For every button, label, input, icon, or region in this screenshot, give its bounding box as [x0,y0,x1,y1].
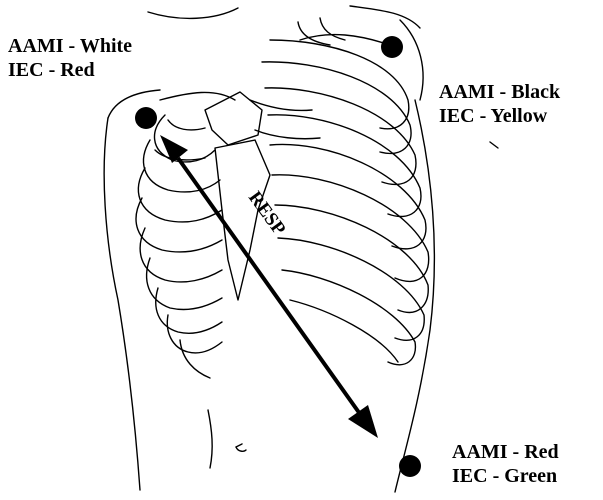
right-arm-electrode-label: AAMI - White IEC - Red [8,34,132,82]
electrode-right-arm-dot [135,107,157,129]
left-leg-electrode-label: AAMI - Red IEC - Green [452,440,559,488]
left-arm-electrode-label: AAMI - Black IEC - Yellow [439,80,560,128]
left-leg-aami-label: AAMI - Red [452,440,559,464]
electrode-left-leg-dot [399,455,421,477]
right-arm-iec-label: IEC - Red [8,58,132,82]
left-arm-aami-label: AAMI - Black [439,80,560,104]
resp-arrowhead-top [160,135,188,163]
left-ribs [250,40,429,365]
right-arm-aami-label: AAMI - White [8,34,132,58]
resp-label: RESP [244,188,290,240]
torso-outline [104,6,434,492]
resp-arrowhead-bottom [348,405,378,438]
left-leg-iec-label: IEC - Green [452,464,559,488]
electrode-left-arm-dot [381,36,403,58]
resp-arrow [160,135,378,438]
left-arm-iec-label: IEC - Yellow [439,104,560,128]
